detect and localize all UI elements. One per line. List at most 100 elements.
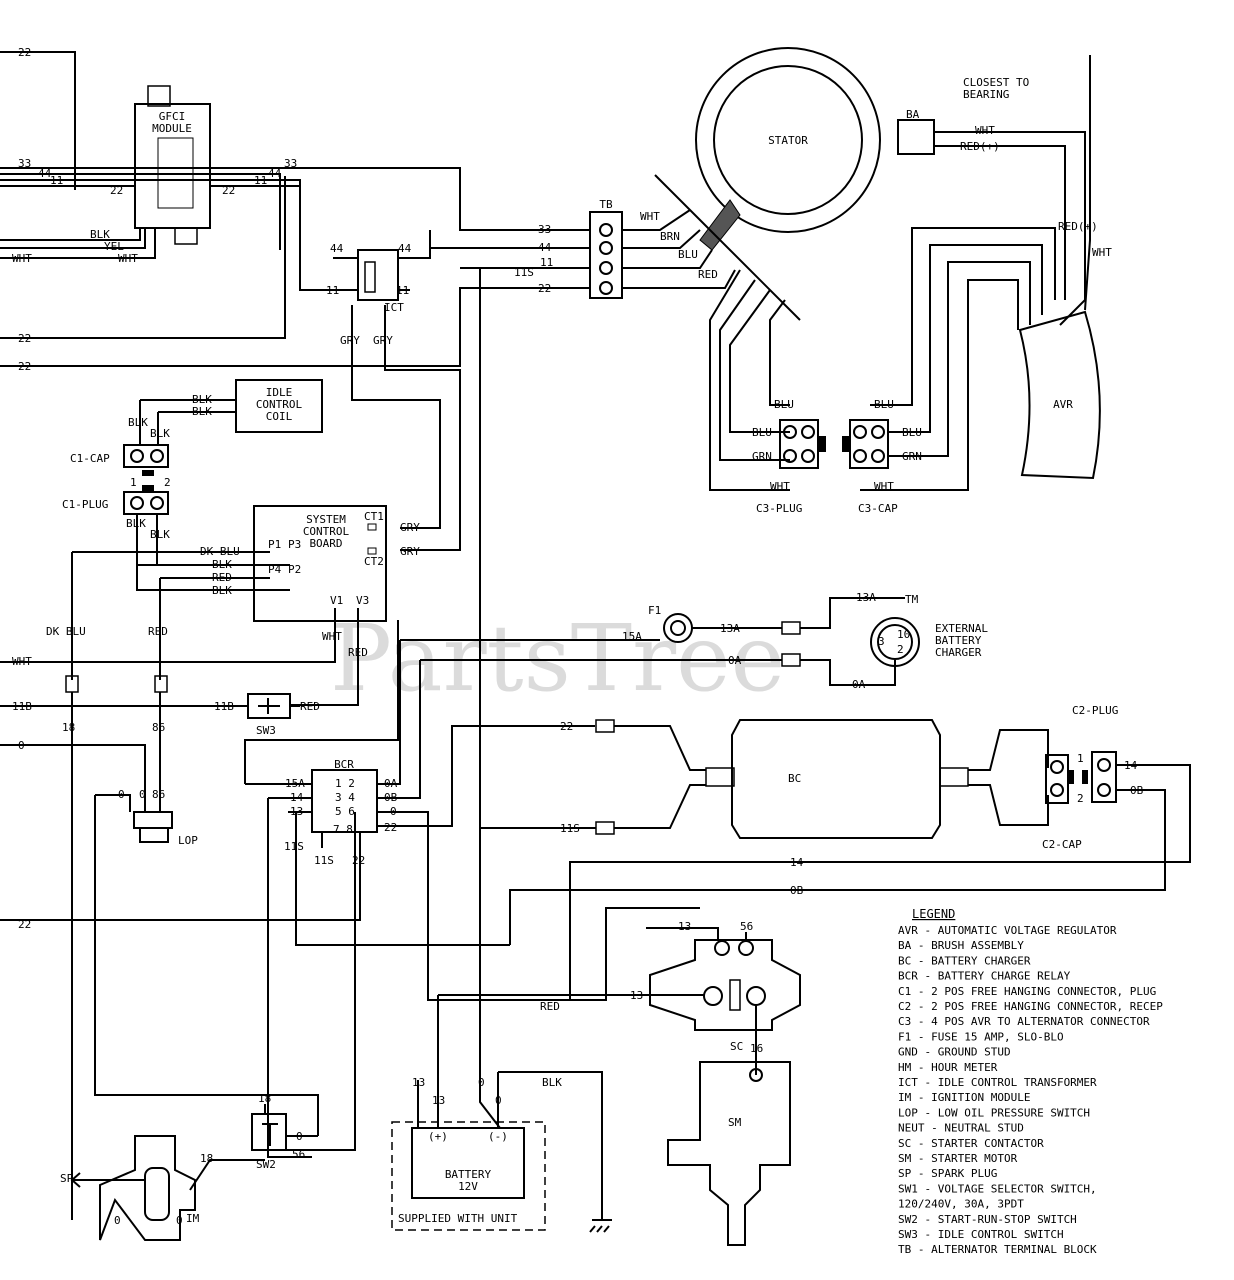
wires-blk-label: BLK [150, 528, 170, 541]
wires-w18-label: 18 [62, 721, 75, 734]
wires-blu-label: BLU [678, 248, 698, 261]
components-im-label: IM [186, 1212, 200, 1225]
wires-w0a-label: 0A [852, 678, 866, 691]
wires-w44-label: 44 [538, 241, 552, 254]
legend-item: 120/240V, 30A, 3PDT [898, 1198, 1024, 1211]
sw3-idle-control-switch: SW3 [247, 693, 291, 737]
wires-gry-label: GRY [400, 545, 420, 558]
wires-w0b-label: 0B [384, 791, 398, 804]
wires-blu-label: BLU [774, 398, 794, 411]
pins-ct1-label: CT1 [364, 510, 384, 523]
wires-wht-label: WHT [640, 210, 660, 223]
wires-w1-label: 1 [130, 476, 137, 489]
pins-bcr56-label: 5 6 [335, 805, 355, 818]
wires-red-plus-label: RED(+) [1058, 220, 1098, 233]
components-c2-plug-label: C2-PLUG [1072, 704, 1118, 717]
wires-w22-label: 22 [18, 360, 31, 373]
wires-w44-label: 44 [268, 167, 282, 180]
wires-w33-label: 33 [284, 157, 297, 170]
wires-w11-label: 11 [326, 284, 339, 297]
components-ba-label: BA [906, 108, 920, 121]
components-supplied-label: SUPPLIED WITH UNIT [398, 1212, 518, 1225]
pins-v3-label: V3 [356, 594, 369, 607]
lop-wiring: 11B 11B RED 18 86 0 0 0 86 LOP [0, 675, 320, 1220]
wires-w18-label: 18 [200, 1152, 213, 1165]
wires-w11s-label: 11S [314, 854, 334, 867]
wires-w1-label: 1 [1077, 752, 1084, 765]
wires-red-label: RED [540, 1000, 560, 1013]
wires-wht-label: WHT [874, 480, 894, 493]
battery-charge-relay: BCR 1 2 3 4 5 6 7 8 15A 14 13 0A 0B 0 22… [0, 620, 700, 1158]
wires-wht-label: WHT [12, 252, 32, 265]
wires-blk-label: BLK [192, 405, 212, 418]
top-left-wire-labels: 22 33 44 11 22 33 44 11 22 BLK YEL WHT W… [12, 46, 297, 373]
legend-item: ICT - IDLE CONTROL TRANSFORMER [898, 1076, 1097, 1089]
legend-item: GND - GROUND STUD [898, 1046, 1011, 1059]
legend-item: BCR - BATTERY CHARGE RELAY [898, 970, 1071, 983]
wires-w0-label: 0 [495, 1094, 502, 1107]
wires-grn-label: GRN [752, 450, 772, 463]
wires-w11s-label: 11S [514, 266, 534, 279]
wires-w13-label: 13 [412, 1076, 425, 1089]
wires-wht-label: WHT [118, 252, 138, 265]
wires-w22-label: 22 [18, 46, 31, 59]
pins-bcr12-label: 1 2 [335, 777, 355, 790]
wires-w11b-label: 11B [12, 700, 32, 713]
wires-w0-label: 0 [114, 1214, 121, 1227]
wires-w11b-label: 11B [214, 700, 234, 713]
components-battery-pos-label: (+) [428, 1130, 448, 1143]
pins-f1-3-label: 3 [878, 635, 885, 648]
wires-w0-label: 0 [18, 739, 25, 752]
wires-w18-label: 18 [258, 1092, 271, 1105]
legend-item: HM - HOUR METER [898, 1061, 998, 1074]
wires-w44-label: 44 [38, 167, 52, 180]
wires-w22-label: 22 [18, 332, 31, 345]
wires-w15a-label: 15A [622, 630, 642, 643]
components-c1-plug-label: C1-PLUG [62, 498, 108, 511]
wires-w13-label: 13 [678, 920, 691, 933]
legend-item: BA - BRUSH ASSEMBLY [898, 939, 1024, 952]
wires-w22-label: 22 [384, 821, 397, 834]
wires-w14-label: 14 [790, 856, 804, 869]
avr: AVR [1018, 310, 1101, 480]
legend-item: LOP - LOW OIL PRESSURE SWITCH [898, 1106, 1090, 1119]
legend: LEGEND AVR - AUTOMATIC VOLTAGE REGULATOR… [898, 907, 1163, 1256]
wires-gry-label: GRY [373, 334, 393, 347]
watermark: PartsTree [330, 605, 785, 712]
components-lop-label: LOP [178, 834, 198, 847]
wires-red-label: RED [300, 700, 320, 713]
wires-w56-label: 56 [292, 1148, 305, 1161]
wires-wht-label: WHT [12, 655, 32, 668]
wires-w0-label: 0 [139, 788, 146, 801]
wires-brn-label: BRN [660, 230, 680, 243]
wires-w0a-label: 0A [728, 654, 742, 667]
pins-v1-label: V1 [330, 594, 343, 607]
wires-w11s-label: 11S [284, 840, 304, 853]
components-bcr-label: BCR [334, 758, 354, 771]
components-c2-cap-label: C2-CAP [1042, 838, 1082, 851]
wires-w13a-label: 13A [720, 622, 740, 635]
wires-w14-label: 14 [290, 791, 304, 804]
wires-w13-label: 13 [630, 989, 643, 1002]
ict-transformer: 44 44 11 11 ICT GRY GRY [326, 230, 590, 551]
pins-ct2-label: CT2 [364, 555, 384, 568]
wires-gry-label: GRY [400, 521, 420, 534]
wires-w22-label: 22 [538, 282, 551, 295]
legend-item: SM - STARTER MOTOR [898, 1152, 1018, 1165]
wires-blk-label: BLK [128, 416, 148, 429]
legend-title: LEGEND [912, 907, 955, 921]
wires-wht-label: WHT [1092, 246, 1112, 259]
legend-item: C2 - 2 POS FREE HANGING CONNECTOR, RECEP [898, 1000, 1163, 1013]
components-f1-label: F1 [648, 604, 661, 617]
wires-w0-label: 0 [296, 1130, 303, 1143]
legend-item: SC - STARTER CONTACTOR [898, 1137, 1044, 1150]
legend-item: F1 - FUSE 15 AMP, SLO-BLO [898, 1030, 1064, 1043]
